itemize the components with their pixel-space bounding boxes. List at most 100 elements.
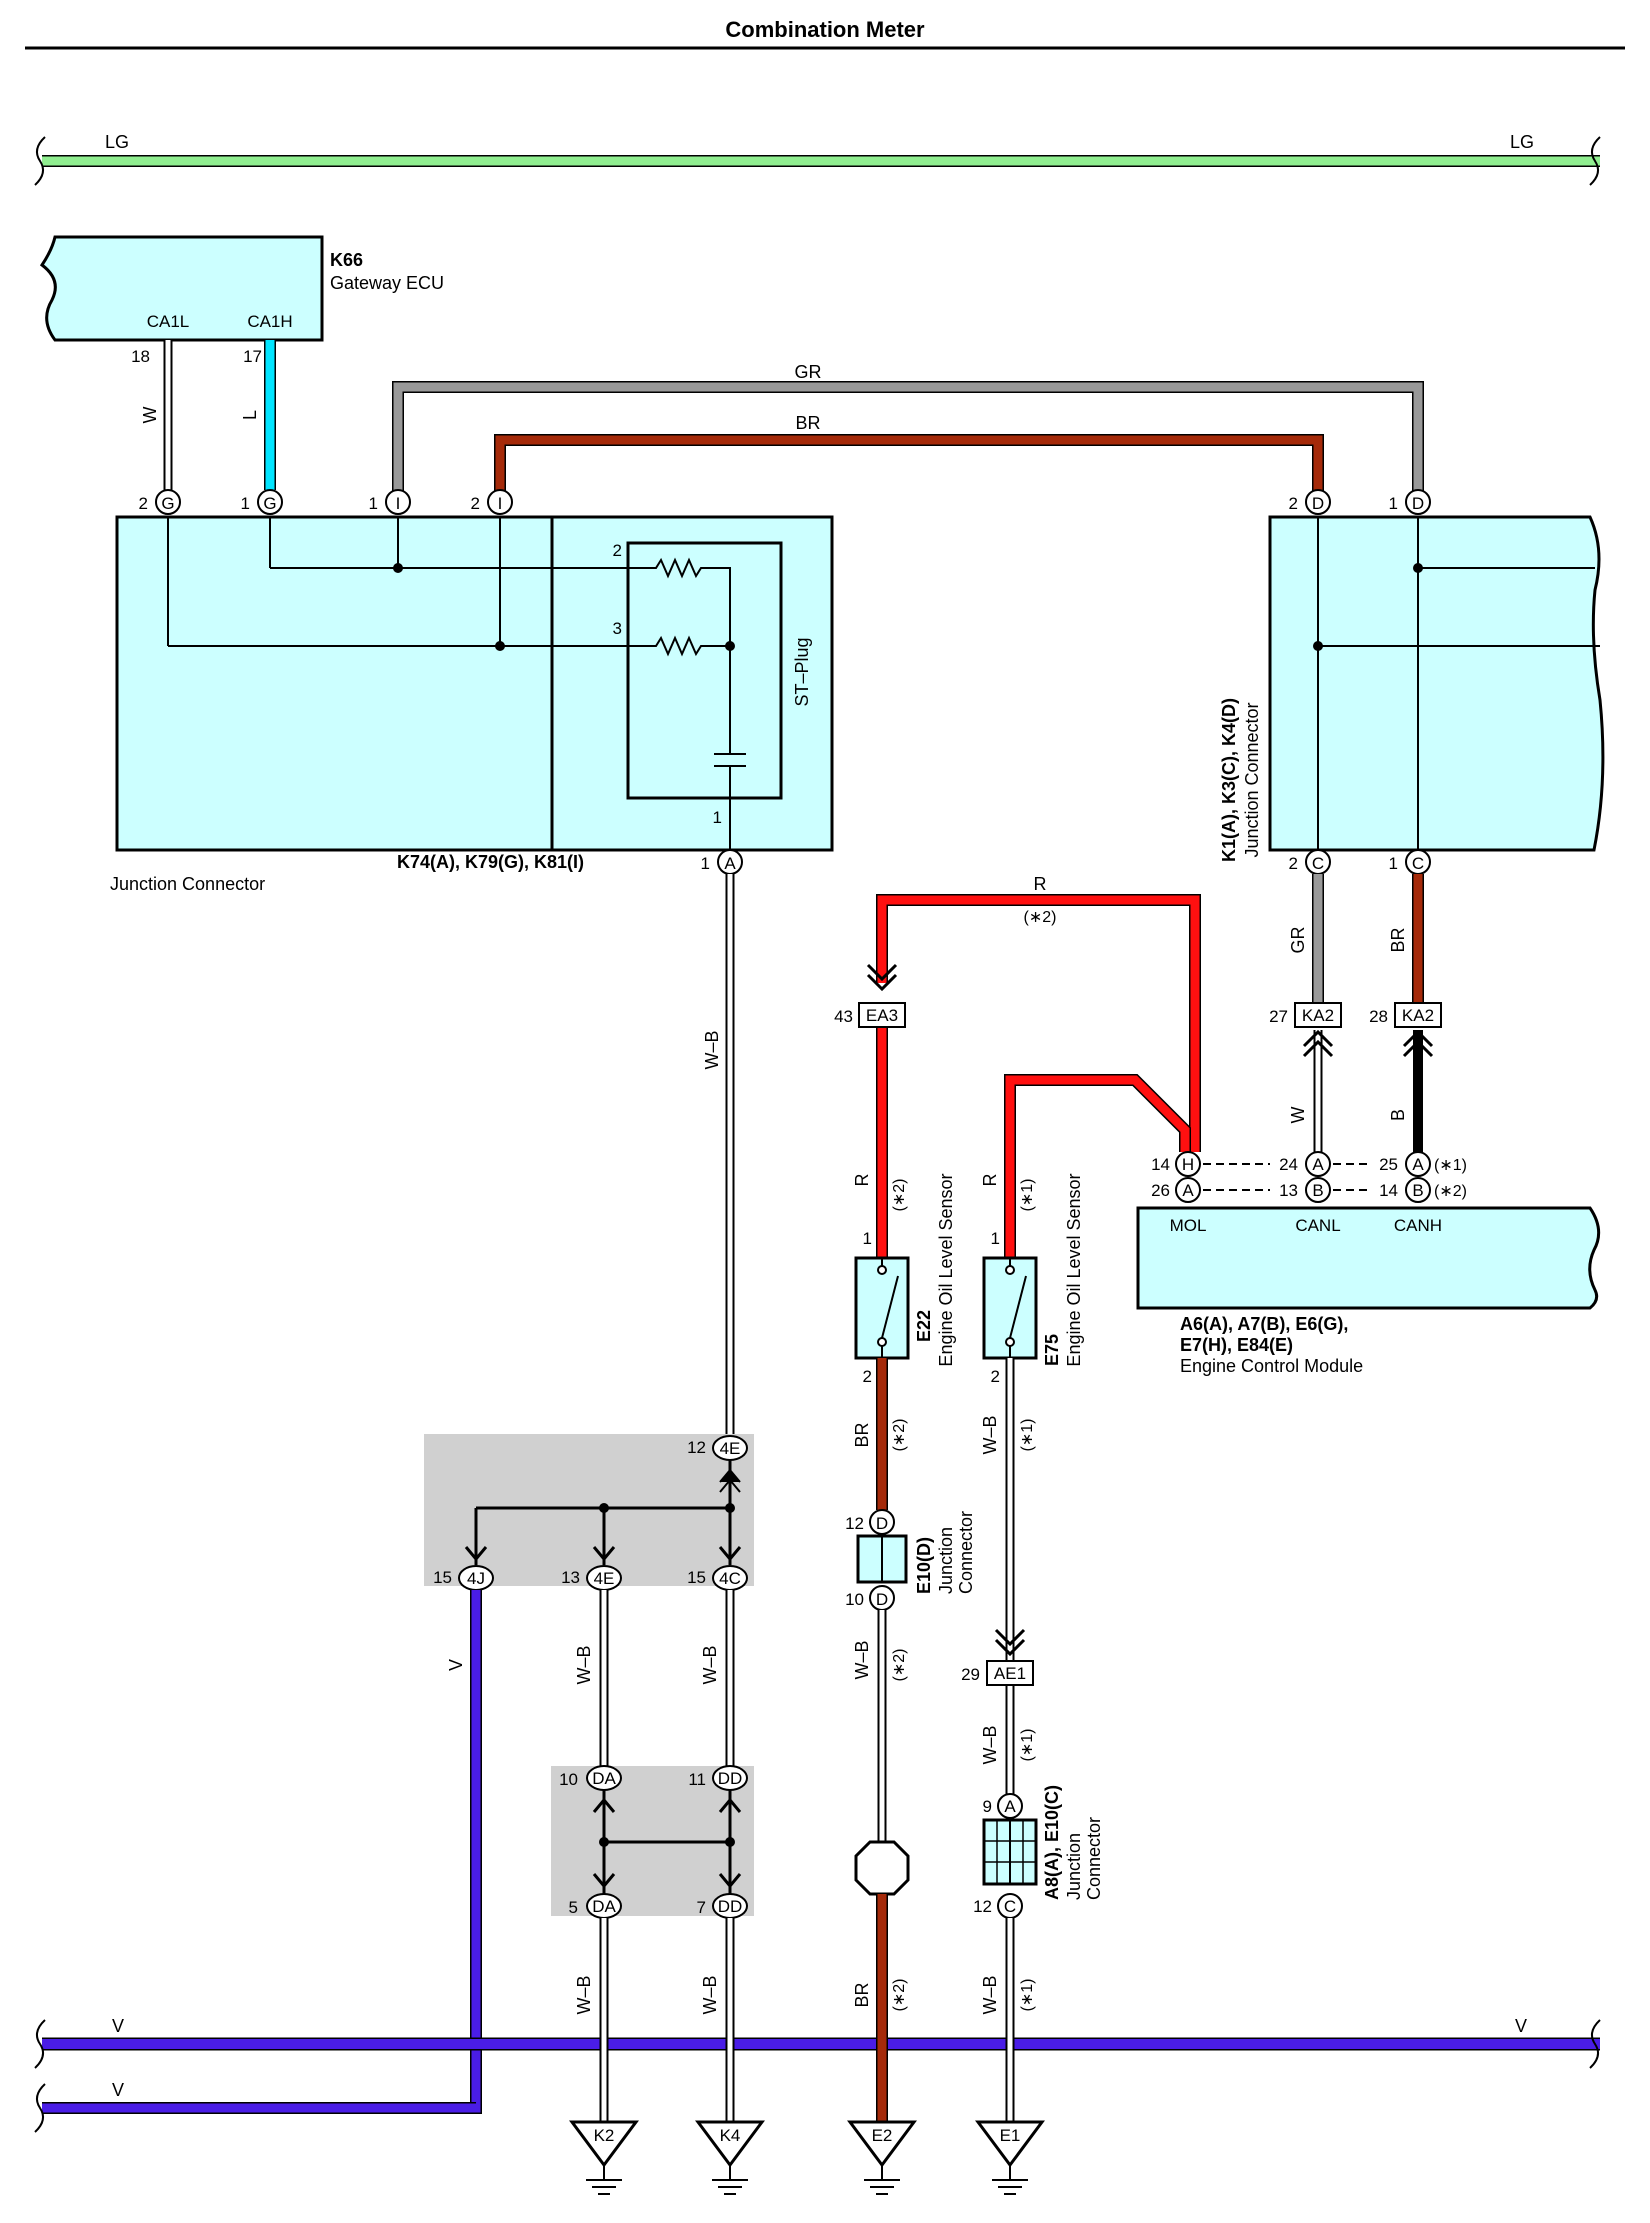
junction-connector-a8: 9 A 12 C A8(A), E10(C) Junction Connecto… [973,1785,1104,1919]
e75-pin-1: 1 [991,1229,1000,1248]
lg-label-right: LG [1510,132,1534,152]
ka2-pin-27: 27 [1269,1007,1288,1026]
k1-pin-num: 1 [1389,494,1398,513]
splice-pin-num: 11 [688,1770,706,1789]
engine-oil-level-sensor-e22: 1 2 E22 Engine Oil Level Sensor [854,1173,956,1386]
ecm-pin-num: 26 [1151,1181,1170,1200]
k1-pin-d: D [1412,494,1424,513]
e22-code: E22 [914,1310,934,1342]
wb-label: W–B [980,1725,1000,1764]
r-label: R [852,1174,872,1187]
splice-pin-num: 12 [687,1438,706,1457]
wire-br-ka2: BR [1388,874,1424,1002]
e10d-name-1: Junction [936,1527,956,1594]
br-label: BR [852,1982,872,2007]
wb-label: W–B [700,1975,720,2014]
ecm-pin-num: 14 [1151,1155,1170,1174]
wire-v-4j: V [42,1590,482,2114]
e10d-pin-num: 12 [845,1514,864,1533]
resistor-1-icon [652,557,731,646]
ecm-codes-1: A6(A), A7(B), E6(G), [1180,1314,1348,1334]
v-bus: V V V [34,2016,1601,2133]
ecm-codes-2: E7(H), E84(E) [1180,1335,1293,1355]
b-label: B [1388,1109,1408,1121]
splice-block-1: 12 4E 15 4J 13 4E 15 4C [424,1434,754,1591]
ecm-pin-num: 25 [1379,1155,1398,1174]
wire-wb-ae1: W–B (∗1) [980,1686,1036,1794]
k74-pin-num: 2 [139,494,148,513]
ground-k2: K2 [569,2120,639,2195]
wb-label: W–B [852,1640,872,1679]
star2-label: (∗2) [1434,1183,1467,1200]
wire-b-canh: B [1388,1029,1434,1152]
ecm-pin-a: A [1182,1181,1194,1200]
star1-label: (∗1) [1019,1729,1036,1762]
connector-ae1: 29 AE1 [961,1660,1034,1686]
lg-label-left: LG [105,132,129,152]
star1-label: (∗1) [1019,1979,1036,2012]
k74-name: Junction Connector [110,874,265,894]
ecm-pin-b: B [1412,1181,1423,1200]
splice-pin-num: 5 [569,1898,578,1917]
splice-pin-num: 10 [559,1770,578,1789]
wire-w-ca1l: W [140,340,173,490]
ground-e2-label: E2 [872,2126,893,2145]
ground-k4: K4 [695,2120,765,2195]
r-label-top: R [1034,874,1047,894]
lg-bus: LG LG [34,132,1601,186]
ea3-label: EA3 [866,1006,898,1025]
k1-pin-d: D [1312,494,1324,513]
ecm-pin-num: 14 [1379,1181,1398,1200]
ca1l-terminal: CA1L [147,312,190,331]
ka2-pin-28: 28 [1369,1007,1388,1026]
ecm-pin-h: H [1182,1155,1194,1174]
junction-connector-k1: K1(A), K3(C), K4(D) Junction Connector 2… [1219,489,1605,875]
wire-l-ca1h: L [240,340,276,490]
v-bus-label: V [112,2080,124,2100]
wire-r-top: R (∗2) [866,874,1201,1152]
k1-name: Junction Connector [1242,702,1262,857]
splice-pin-da: DA [592,1769,616,1788]
k1-pin-num: 2 [1289,854,1298,873]
wire-br-top: BR [494,413,1324,502]
k74-pin-num: 2 [471,494,480,513]
e10d-pin-num: 10 [845,1590,864,1609]
ecm-pin-num: 13 [1279,1181,1298,1200]
wb-label: W–B [980,1415,1000,1454]
stplug-pin-3: 3 [613,619,622,638]
a8-name-1: Junction [1064,1833,1084,1900]
ground-k2-label: K2 [594,2126,615,2145]
k74-pin-g: G [263,494,276,513]
ground-e2: E2 [847,2120,917,2195]
star2-label: (∗2) [1024,909,1057,926]
k74-pins: 2 G 1 G 1 I 2 I 1 A [139,489,743,875]
star1-label: (∗1) [1434,1157,1467,1174]
ecm-canh-terminal: CANH [1394,1216,1442,1235]
gateway-ecu-k66: K66 Gateway ECU CA1L CA1H 18 17 [39,235,444,366]
star1-label: (∗1) [1019,1419,1036,1452]
wire-r-e75: R (∗1) [980,1074,1191,1258]
st-plug: 2 3 ST–Plug 1 [613,541,812,850]
wb-label: W–B [700,1645,720,1684]
diagram-title: Combination Meter [725,17,925,42]
wire-gr-top: GR [392,362,1424,502]
wire-crossings [599,2030,1015,2058]
k1-pin-num: 2 [1289,494,1298,513]
k74-pin-g: G [161,494,174,513]
wb-label: W–B [574,1645,594,1684]
splice-pin-num: 15 [687,1568,706,1587]
splice-pin-num: 15 [433,1568,452,1587]
e75-pin-2: 2 [991,1367,1000,1386]
ecm-pin-b: B [1312,1181,1323,1200]
connector-ka2: 27 KA2 28 KA2 [1269,1002,1442,1028]
connector-ea3: 43 EA3 [834,1002,906,1028]
splice-pin-4j: 4J [467,1569,485,1588]
gr-label: GR [1288,926,1308,953]
k1-pin-c: C [1312,854,1324,873]
br-label: BR [1388,927,1408,952]
a8-pin-a: A [1004,1797,1016,1816]
a8-code: A8(A), E10(C) [1042,1785,1062,1900]
stplug-pin-1: 1 [713,808,722,827]
splice-block-2: 10 DA 11 DD 5 DA 7 DD [551,1765,754,1919]
